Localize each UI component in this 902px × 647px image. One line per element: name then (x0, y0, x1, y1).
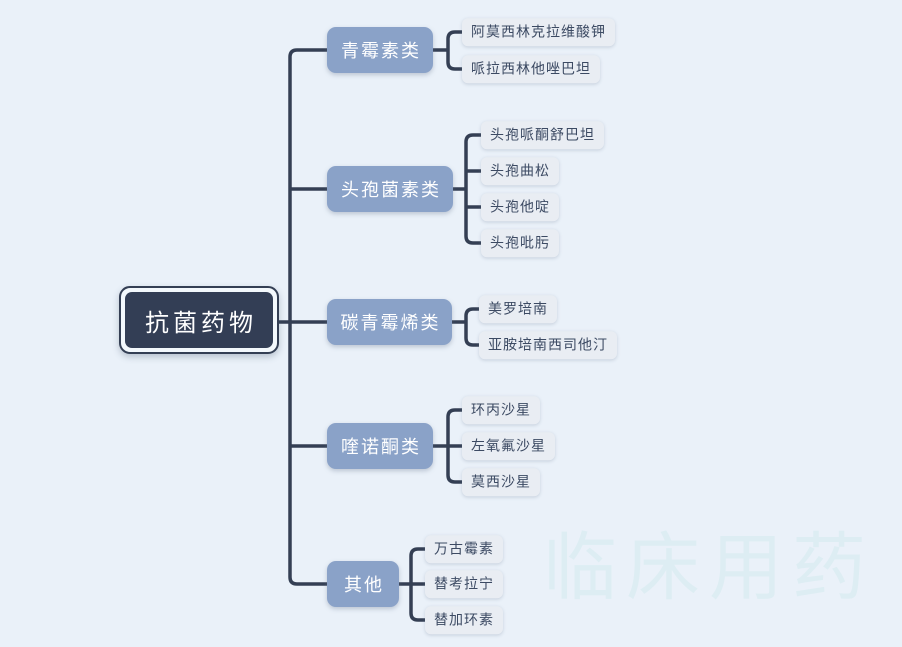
leaf-node[interactable]: 头孢哌酮舒巴坦 (481, 121, 604, 149)
branch-node-cephalosporins[interactable]: 头孢菌素类 (327, 166, 453, 212)
leaf-node[interactable]: 左氧氟沙星 (462, 432, 555, 460)
leaf-node[interactable]: 环丙沙星 (462, 396, 540, 424)
branch-node-others[interactable]: 其他 (327, 561, 399, 607)
root-node[interactable]: 抗菌药物 (119, 286, 279, 354)
leaf-node[interactable]: 美罗培南 (479, 295, 557, 323)
branch-node-carbapenems[interactable]: 碳青霉烯类 (327, 299, 452, 345)
leaf-node[interactable]: 头孢曲松 (481, 157, 559, 185)
leaf-node[interactable]: 莫西沙星 (462, 468, 540, 496)
leaf-node[interactable]: 替加环素 (425, 606, 503, 634)
branch-node-quinolones[interactable]: 喹诺酮类 (327, 423, 433, 469)
watermark: 临床用药 (543, 526, 875, 609)
branch-node-penicillins[interactable]: 青霉素类 (327, 27, 433, 73)
leaf-node[interactable]: 万古霉素 (425, 535, 503, 563)
leaf-node[interactable]: 头孢他啶 (481, 193, 559, 221)
leaf-node[interactable]: 替考拉宁 (425, 570, 503, 598)
leaf-node[interactable]: 亚胺培南西司他汀 (479, 331, 617, 359)
leaf-node[interactable]: 阿莫西林克拉维酸钾 (462, 18, 615, 46)
root-node-label: 抗菌药物 (125, 292, 273, 348)
leaf-node[interactable]: 头孢吡肟 (481, 229, 559, 257)
leaf-node[interactable]: 哌拉西林他唑巴坦 (462, 55, 600, 83)
